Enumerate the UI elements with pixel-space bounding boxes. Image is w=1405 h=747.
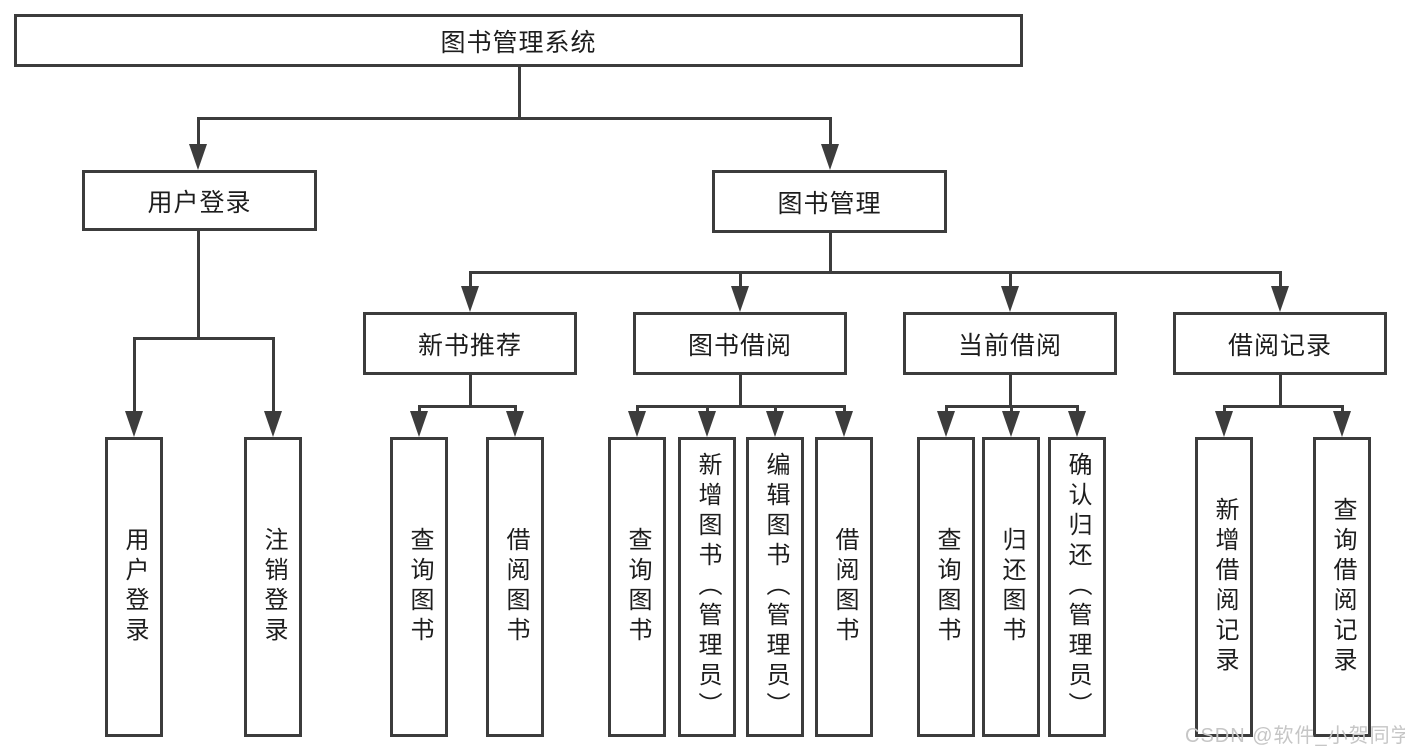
node-root: 图书管理系统 <box>14 14 1023 67</box>
node-leaf-edit-books-admin: 编辑图书（管理员） <box>746 437 804 737</box>
connector-stem-leaf <box>843 405 846 415</box>
arrowhead-leaf-logout <box>264 411 282 437</box>
connector-root-split <box>197 117 832 120</box>
connector-records-stem <box>1279 375 1282 405</box>
connector-stem-leaf <box>418 405 421 415</box>
arrowhead-leaf-query-books-recommend <box>410 411 428 437</box>
connector-stem-leaf <box>636 405 639 415</box>
arrowhead-leaf-borrow-books-borrowing <box>835 411 853 437</box>
connector-recommend-stem <box>469 375 472 405</box>
connector-current-stem <box>1009 375 1012 405</box>
node-leaf-query-books-current: 查询图书 <box>917 437 975 737</box>
connector-stem-leaf-user-login <box>133 337 136 413</box>
node-leaf-borrow-books-recommend: 借阅图书 <box>486 437 544 737</box>
node-leaf-add-borrow-record: 新增借阅记录 <box>1195 437 1253 737</box>
arrowhead-new-book-recommend <box>461 286 479 312</box>
node-leaf-confirm-return-admin: 确认归还（管理员） <box>1048 437 1106 737</box>
connector-recommend-split <box>418 405 517 408</box>
connector-book-management-stem <box>829 233 832 271</box>
arrowhead-current-borrowing <box>1001 286 1019 312</box>
arrowhead-borrowing-records <box>1271 286 1289 312</box>
connector-stem-leaf <box>706 405 709 415</box>
connector-stem-leaf <box>514 405 517 415</box>
node-leaf-query-books-recommend: 查询图书 <box>390 437 448 737</box>
arrowhead-leaf-query-borrow-record <box>1333 411 1351 437</box>
node-leaf-add-books-admin: 新增图书（管理员） <box>678 437 736 737</box>
connector-stem-leaf <box>1076 405 1079 415</box>
connector-stem-book-management <box>829 117 832 145</box>
arrowhead-leaf-add-borrow-record <box>1215 411 1233 437</box>
node-book-borrowing: 图书借阅 <box>633 312 847 375</box>
connector-stem-new-book-recommend <box>469 271 472 288</box>
arrowhead-leaf-edit-books <box>766 411 784 437</box>
node-borrowing-records: 借阅记录 <box>1173 312 1387 375</box>
connector-stem-book-borrowing <box>739 271 742 288</box>
arrowhead-leaf-query-books-current <box>937 411 955 437</box>
node-leaf-query-borrow-record: 查询借阅记录 <box>1313 437 1371 737</box>
connector-records-split <box>1223 405 1343 408</box>
connector-user-login-split <box>133 337 274 340</box>
arrowhead-user-login <box>189 144 207 170</box>
node-current-borrowing: 当前借阅 <box>903 312 1117 375</box>
connector-stem-leaf <box>1010 405 1013 415</box>
connector-stem-current-borrowing <box>1009 271 1012 288</box>
connector-root-stem <box>518 67 521 117</box>
connector-stem-leaf <box>945 405 948 415</box>
arrowhead-leaf-borrow-books-recommend <box>506 411 524 437</box>
connector-stem-borrowing-records <box>1279 271 1282 288</box>
node-leaf-return-books: 归还图书 <box>982 437 1040 737</box>
arrowhead-leaf-add-books <box>698 411 716 437</box>
connector-stem-leaf <box>774 405 777 415</box>
arrowhead-book-management <box>821 144 839 170</box>
node-leaf-borrow-books-borrowing: 借阅图书 <box>815 437 873 737</box>
node-leaf-logout: 注销登录 <box>244 437 302 737</box>
node-leaf-user-login: 用户登录 <box>105 437 163 737</box>
arrowhead-book-borrowing <box>731 286 749 312</box>
node-user-login: 用户登录 <box>82 170 317 231</box>
connector-borrowing-stem <box>739 375 742 405</box>
connector-user-login-stem <box>197 231 200 337</box>
arrowhead-leaf-confirm-return <box>1068 411 1086 437</box>
connector-level3-split <box>469 271 1282 274</box>
arrowhead-leaf-return-books <box>1002 411 1020 437</box>
node-book-management: 图书管理 <box>712 170 947 233</box>
arrowhead-leaf-query-books-borrowing <box>628 411 646 437</box>
connector-stem-leaf <box>1223 405 1226 415</box>
connector-stem-user-login <box>197 117 200 145</box>
node-new-book-recommend: 新书推荐 <box>363 312 577 375</box>
node-leaf-query-books-borrowing: 查询图书 <box>608 437 666 737</box>
arrowhead-leaf-user-login <box>125 411 143 437</box>
connector-stem-leaf <box>1341 405 1344 415</box>
connector-borrowing-split <box>636 405 845 408</box>
connector-stem-leaf-logout <box>272 337 275 413</box>
watermark: CSDN @软件_小贺同学 <box>1185 725 1405 747</box>
